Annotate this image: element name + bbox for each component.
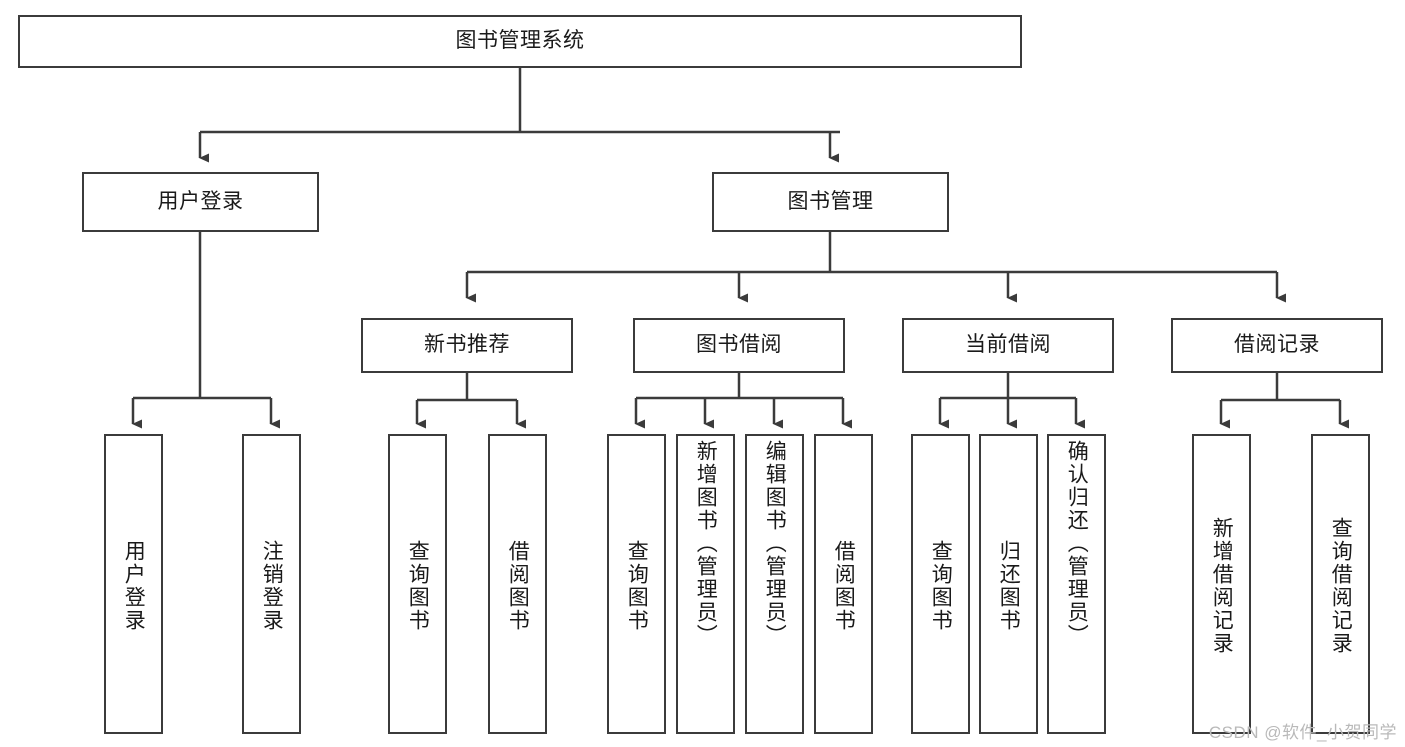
node-label: 查询图书: [625, 540, 649, 632]
node-label: 当前借阅: [965, 333, 1051, 357]
node-borrow-records[interactable]: 借阅记录: [1171, 318, 1383, 373]
leaf-borrow-query-book[interactable]: 查询图书: [607, 434, 666, 734]
node-current-borrow[interactable]: 当前借阅: [902, 318, 1114, 373]
node-label: 编辑图书（管理员）: [763, 440, 787, 647]
leaf-user-login-login[interactable]: 用户登录: [104, 434, 163, 734]
node-label: 借阅记录: [1234, 333, 1320, 357]
leaf-new-book-query[interactable]: 查询图书: [388, 434, 447, 734]
csdn-watermark: CSDN @软件_小贺同学: [1208, 723, 1397, 742]
node-label: 新书推荐: [424, 333, 510, 357]
node-label: 用户登录: [122, 540, 146, 632]
leaf-records-add-record[interactable]: 新增借阅记录: [1192, 434, 1251, 734]
leaf-borrow-edit-book[interactable]: 编辑图书（管理员）: [745, 434, 804, 734]
leaf-records-query-record[interactable]: 查询借阅记录: [1311, 434, 1370, 734]
leaf-borrow-add-book[interactable]: 新增图书（管理员）: [676, 434, 735, 734]
node-label: 用户登录: [157, 189, 244, 213]
node-label: 归还图书: [997, 540, 1021, 632]
node-new-book-recommend[interactable]: 新书推荐: [361, 318, 573, 373]
node-label: 查询图书: [406, 540, 430, 632]
node-book-management[interactable]: 图书管理: [712, 172, 949, 232]
leaf-current-return-book[interactable]: 归还图书: [979, 434, 1038, 734]
node-label: 图书管理: [787, 189, 874, 213]
leaf-new-book-borrow[interactable]: 借阅图书: [488, 434, 547, 734]
node-user-login[interactable]: 用户登录: [82, 172, 319, 232]
node-label: 注销登录: [260, 540, 284, 632]
node-root-system[interactable]: 图书管理系统: [18, 15, 1022, 68]
node-label: 查询借阅记录: [1329, 517, 1353, 655]
node-label: 图书管理系统: [455, 29, 585, 53]
node-book-borrow[interactable]: 图书借阅: [633, 318, 845, 373]
node-label: 查询图书: [929, 540, 953, 632]
node-label: 借阅图书: [506, 540, 530, 632]
leaf-current-query-book[interactable]: 查询图书: [911, 434, 970, 734]
leaf-user-login-logout[interactable]: 注销登录: [242, 434, 301, 734]
node-label: 图书借阅: [696, 333, 782, 357]
node-label: 确认归还（管理员）: [1065, 440, 1089, 647]
leaf-borrow-borrow-book[interactable]: 借阅图书: [814, 434, 873, 734]
node-label: 新增借阅记录: [1210, 517, 1234, 655]
node-label: 借阅图书: [832, 540, 856, 632]
leaf-current-confirm-return[interactable]: 确认归还（管理员）: [1047, 434, 1106, 734]
node-label: 新增图书（管理员）: [694, 440, 718, 647]
